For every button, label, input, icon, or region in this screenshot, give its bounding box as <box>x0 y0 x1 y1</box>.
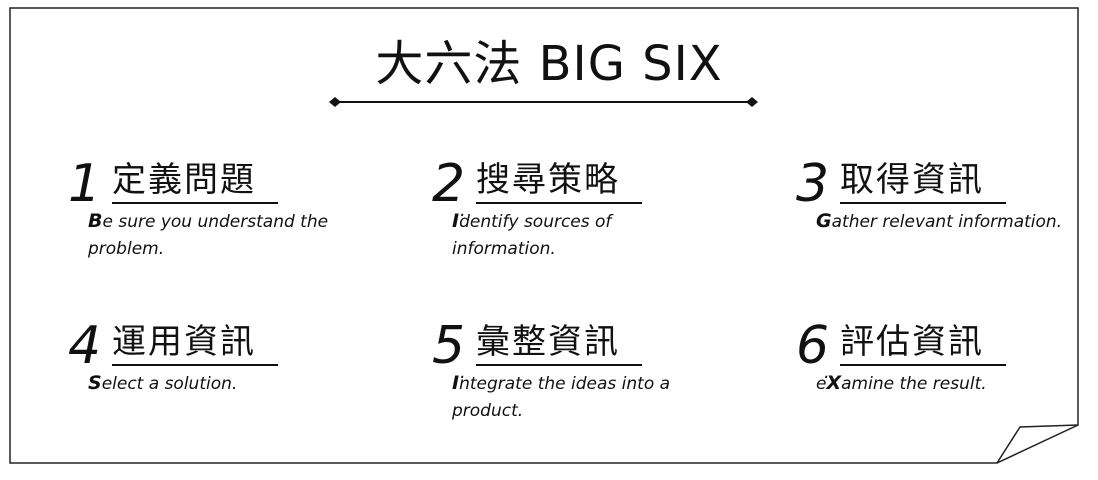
step-title: 評估資訊 <box>840 322 984 362</box>
step-description-text: ntegrate the ideas into a product. <box>452 374 671 421</box>
step-underline <box>112 364 278 366</box>
step-description-text: elect a solution. <box>101 374 238 394</box>
step-initial: X <box>826 372 842 394</box>
page-curl <box>996 424 1079 464</box>
step-title: 彙整資訊 <box>476 322 620 362</box>
paper-border <box>9 7 1079 464</box>
step-description: Gather relevant information. <box>816 208 1076 236</box>
step-1: 1 . 定義問題 Be sure you understand the prob… <box>68 158 368 278</box>
step-underline <box>840 202 1006 204</box>
divider-left-diamond <box>329 97 341 107</box>
step-dot: . <box>824 200 830 221</box>
step-title: 搜尋策略 <box>476 160 620 200</box>
step-dot: . <box>460 362 466 383</box>
step-initial: S <box>88 372 102 394</box>
step-title: 取得資訊 <box>840 160 984 200</box>
step-dot: . <box>96 200 102 221</box>
step-4: 4 . 運用資訊 Select a solution. <box>68 320 368 440</box>
step-title: 定義問題 <box>112 160 256 200</box>
step-description-text: amine the result. <box>841 374 987 394</box>
step-number: 1 <box>68 154 102 214</box>
step-number: 6 <box>796 316 830 376</box>
step-description: Be sure you understand the problem. <box>88 208 348 263</box>
step-description: eXamine the result. <box>816 370 1076 398</box>
step-description-text: dentify sources of information. <box>452 212 612 259</box>
step-initial: I <box>452 210 460 232</box>
step-number: 2 <box>432 154 466 214</box>
step-description-text: e sure you understand the problem. <box>88 212 329 259</box>
step-description-text: ather relevant information. <box>831 212 1063 232</box>
step-description: Integrate the ideas into a product. <box>452 370 712 425</box>
step-underline <box>476 364 642 366</box>
step-dot: . <box>460 200 466 221</box>
step-initial: B <box>88 210 103 232</box>
step-underline <box>840 364 1006 366</box>
step-initial: G <box>816 210 832 232</box>
page-title: 大六法 BIG SIX <box>375 36 723 92</box>
step-description: Select a solution. <box>88 370 348 398</box>
step-number: 4 <box>68 316 102 376</box>
step-initial: I <box>452 372 460 394</box>
step-underline <box>476 202 642 204</box>
step-2: 2 . 搜尋策略 Identify sources of information… <box>432 158 732 278</box>
step-prefix: e <box>816 374 827 394</box>
step-description: Identify sources of information. <box>452 208 712 263</box>
step-6: 6 . 評估資訊 eXamine the result. <box>796 320 1096 440</box>
step-underline <box>112 202 278 204</box>
step-3: 3 . 取得資訊 Gather relevant information. <box>796 158 1096 278</box>
divider-right-diamond <box>746 97 758 107</box>
step-dot: . <box>96 362 102 383</box>
step-title: 運用資訊 <box>112 322 256 362</box>
step-dot: . <box>824 362 830 383</box>
step-5: 5 . 彙整資訊 Integrate the ideas into a prod… <box>432 320 732 440</box>
step-number: 5 <box>432 316 466 376</box>
step-number: 3 <box>796 154 830 214</box>
